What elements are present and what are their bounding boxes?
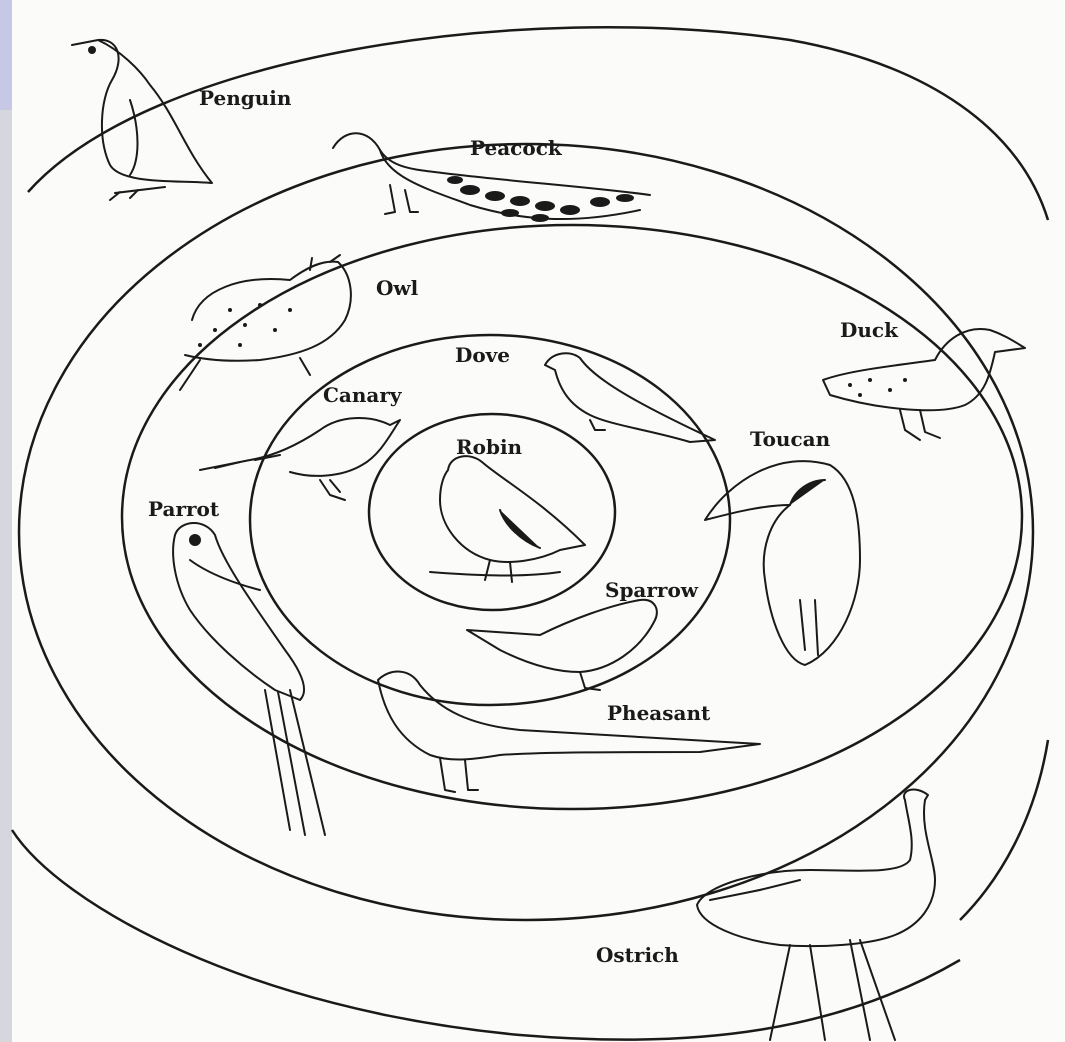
label-sparrow: Sparrow: [605, 578, 699, 602]
sparrow-icon: [467, 600, 657, 690]
label-pheasant: Pheasant: [607, 701, 711, 725]
ring-4: [19, 144, 1033, 920]
penguin-icon: [72, 40, 212, 200]
label-robin: Robin: [456, 435, 523, 459]
label-dove: Dove: [455, 343, 510, 367]
toucan-icon: [705, 461, 860, 665]
pheasant-icon: [378, 672, 760, 792]
label-parrot: Parrot: [148, 497, 220, 521]
label-peacock: Peacock: [470, 136, 563, 160]
ostrich-icon: [697, 790, 935, 1040]
label-toucan: Toucan: [750, 427, 831, 451]
robin-icon: [430, 456, 585, 582]
owl-icon: [180, 255, 351, 390]
ring-3: [122, 225, 1022, 809]
label-owl: Owl: [376, 276, 419, 300]
outer-ring-right: [960, 740, 1048, 920]
label-duck: Duck: [840, 318, 899, 342]
label-canary: Canary: [323, 383, 403, 407]
label-ostrich: Ostrich: [596, 943, 679, 967]
outer-ring-lower: [12, 830, 960, 1040]
label-penguin: Penguin: [199, 86, 292, 110]
outer-ring: [28, 27, 1048, 220]
dove-icon: [545, 353, 715, 442]
canary-icon: [200, 418, 400, 500]
ring-2: [250, 335, 730, 705]
